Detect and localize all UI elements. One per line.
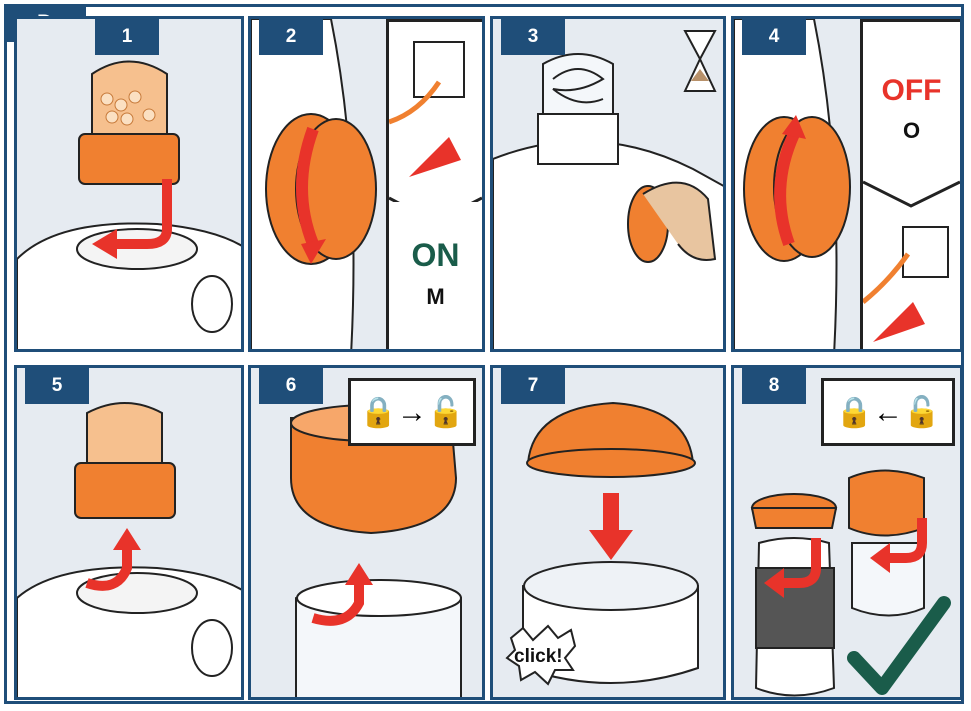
lock-direction-label: 🔒←🔓 — [836, 395, 941, 430]
step-5-illustration — [17, 368, 244, 700]
lock-direction-box: 🔒←🔓 — [821, 378, 955, 446]
socket-icon — [414, 42, 464, 97]
step-number: 6 — [259, 368, 323, 404]
hourglass-icon — [685, 31, 715, 91]
step-panel-1: 1 — [14, 16, 244, 352]
step-panel-8: 8 🔒←🔓 — [731, 365, 963, 700]
step-3-illustration — [493, 19, 726, 352]
step-number: 3 — [501, 19, 565, 55]
step-number: 5 — [25, 368, 89, 404]
step-number: 7 — [501, 368, 565, 404]
power-indicator-box: OFF O — [860, 19, 963, 352]
power-indicator-box: ON M — [386, 19, 485, 352]
power-on-label: ON — [389, 237, 482, 274]
step-1-illustration — [17, 19, 244, 352]
step-panel-4: 4 OFF O — [731, 16, 963, 352]
step-panel-7: 7 click! — [490, 365, 726, 700]
step-panel-2: 2 ON M — [248, 16, 485, 352]
step-panel-6: 6 🔒→🔓 — [248, 365, 485, 700]
step-number: 4 — [742, 19, 806, 55]
click-callout: click! — [514, 646, 563, 668]
mode-label: M — [389, 284, 482, 310]
step-panel-3: 3 — [490, 16, 726, 352]
step-number: 2 — [259, 19, 323, 55]
plug-icon — [863, 254, 908, 302]
step-number: 1 — [95, 19, 159, 55]
socket-icon — [903, 227, 948, 277]
step-panel-5: 5 — [14, 365, 244, 700]
lock-direction-box: 🔒→🔓 — [348, 378, 476, 446]
lock-direction-label: 🔒→🔓 — [360, 395, 465, 430]
step-number: 8 — [742, 368, 806, 404]
